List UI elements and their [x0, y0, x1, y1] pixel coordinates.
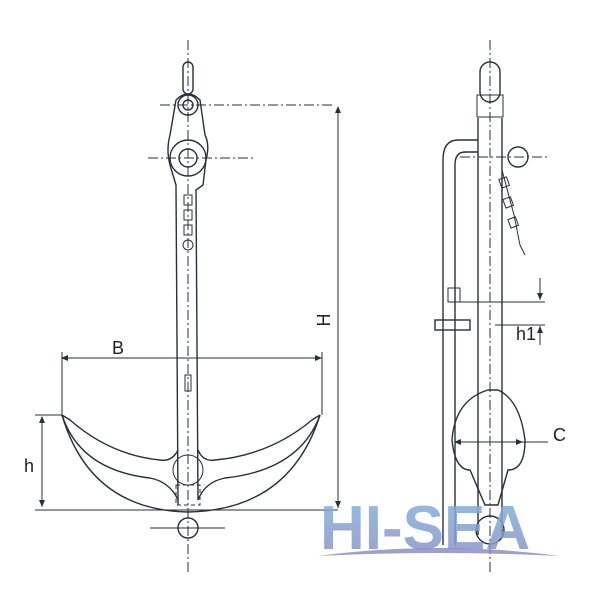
dimension-label-C: C — [553, 425, 566, 445]
dimension-label-h1: h1 — [516, 324, 536, 344]
dimension-label-B: B — [112, 338, 124, 358]
dimensions-front — [35, 106, 341, 511]
dimension-label-h: h — [24, 456, 34, 476]
side-view — [434, 40, 548, 575]
dimensions-side — [454, 278, 548, 445]
hi-sea-watermark-logo: HI-SEA — [318, 494, 560, 563]
front-view — [61, 40, 335, 575]
dimension-label-H: H — [314, 314, 334, 327]
